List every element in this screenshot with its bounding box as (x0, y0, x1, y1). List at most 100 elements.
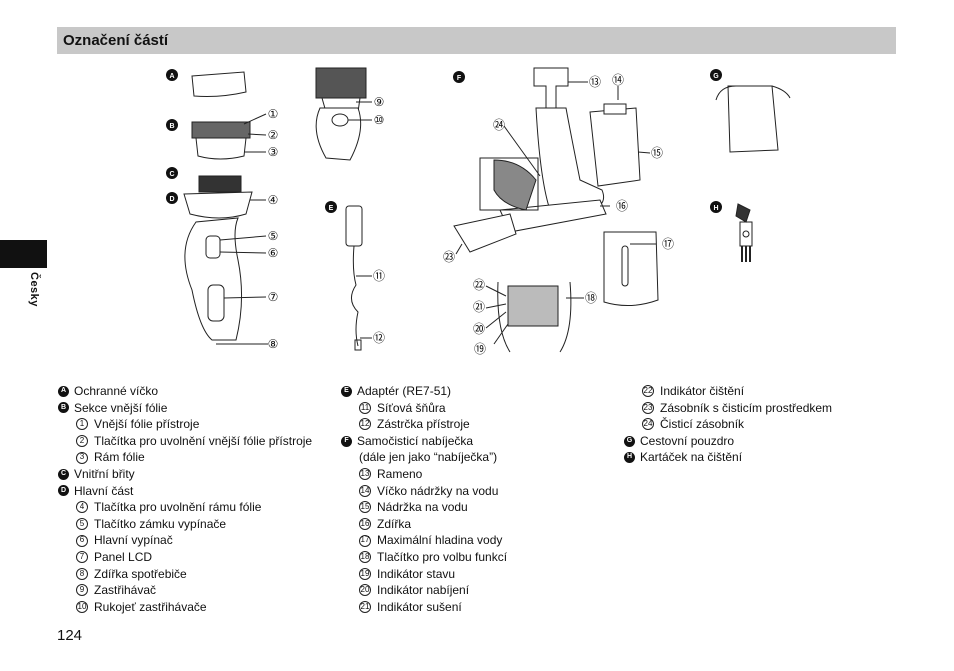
svg-text:⑦: ⑦ (268, 290, 279, 304)
svg-text:⑱: ⑱ (585, 291, 597, 305)
legend-text: Maximální hladina vody (377, 533, 503, 548)
legend-item: F Samočisticí nabíječka (341, 433, 507, 450)
svg-text:E: E (329, 205, 334, 212)
legend-text: Kartáček na čištění (640, 450, 743, 465)
main-body-drawing (183, 191, 268, 345)
legend-text: Zdířka spotřebiče (94, 566, 187, 581)
legend-text: Rameno (377, 466, 423, 481)
travel-pouch-drawing (715, 85, 791, 153)
legend-item: 7 Panel LCD (58, 549, 312, 566)
adapter-drawing (345, 205, 363, 351)
figure-letter-e: E (325, 201, 337, 213)
svg-text:⑯: ⑯ (616, 199, 628, 213)
legend-item: 5 Tlačítko zámku vypínače (58, 516, 312, 533)
language-tab (0, 240, 47, 268)
legend-text: Tlačítka pro uvolnění vnější fólie příst… (94, 433, 313, 448)
legend-item: 15 Nádržka na vodu (341, 499, 507, 516)
svg-text:D: D (169, 196, 174, 203)
number-badge: 10 (76, 601, 88, 614)
svg-text:⑰: ⑰ (662, 237, 674, 251)
svg-text:㉔: ㉔ (493, 118, 505, 132)
svg-text:⑪: ⑪ (373, 269, 385, 283)
number-badge: 9 (76, 584, 88, 597)
legend-text: Zastřihávač (94, 583, 157, 598)
legend-item: 3 Rám fólie (58, 449, 312, 466)
svg-text:③: ③ (268, 145, 279, 159)
number-badge: 6 (76, 534, 88, 547)
number-badge: 8 (76, 567, 88, 580)
legend-text: Rám fólie (94, 450, 145, 465)
letter-badge: F (341, 435, 352, 447)
figure-letter-d: D (166, 192, 178, 204)
svg-text:⑬: ⑬ (589, 75, 601, 89)
svg-text:⑭: ⑭ (612, 73, 624, 87)
letter-badge: H (624, 452, 635, 464)
legend-item: 17 Maximální hladina vody (341, 532, 507, 549)
legend-text: Zástrčka přístroje (377, 417, 470, 432)
figure-letter-g: G (710, 69, 722, 81)
legend-text: Cestovní pouzdro (640, 433, 735, 448)
svg-text:⑮: ⑮ (651, 146, 663, 160)
number-badge: 4 (76, 501, 88, 514)
svg-text:⑩: ⑩ (374, 113, 385, 127)
legend-text: Samočisticí nabíječka (357, 433, 474, 448)
legend-item: (dále jen jako “nabíječka”) (341, 449, 507, 466)
number-badge: 23 (642, 401, 654, 414)
legend-text: Tlačítko zámku vypínače (94, 516, 227, 531)
svg-text:⑨: ⑨ (374, 95, 385, 109)
number-badge: 7 (76, 551, 88, 564)
legend-text: Indikátor stavu (377, 566, 456, 581)
svg-text:①: ① (268, 107, 279, 121)
number-badge: 1 (76, 418, 88, 431)
legend-text: Ochranné víčko (74, 384, 159, 398)
svg-text:⑲: ⑲ (474, 342, 486, 356)
number-badge: 19 (359, 567, 371, 580)
figure-letter-b: B (166, 119, 178, 131)
svg-text:A: A (169, 73, 174, 80)
figure-letter-a: A (166, 69, 178, 81)
svg-text:④: ④ (268, 193, 279, 207)
letter-badge: B (58, 402, 69, 414)
svg-text:㉒: ㉒ (473, 278, 485, 292)
number-badge: 17 (359, 534, 371, 547)
protective-cap-drawing (191, 71, 247, 97)
legend-item: H Kartáček na čištění (624, 449, 832, 466)
letter-badge: E (341, 385, 352, 397)
legend-text: Hlavní část (74, 483, 134, 498)
letter-badge: G (624, 435, 635, 447)
number-badge: 3 (76, 451, 88, 464)
inner-blades-drawing (198, 175, 242, 193)
svg-text:H: H (713, 205, 718, 212)
number-badge: 15 (359, 501, 371, 514)
page-number: 124 (57, 627, 83, 644)
legend-text: Zásobník s čisticím prostředkem (660, 400, 833, 415)
number-badge: 12 (359, 418, 371, 431)
legend-text: Sekce vnější fólie (74, 400, 168, 415)
legend-text: Tlačítko pro volbu funkcí (377, 549, 508, 564)
figure-letter-f: F (453, 71, 465, 83)
number-badge: 5 (76, 518, 88, 531)
parts-illustration: A B C D E F G H ① ② ③ ④ ⑤ ⑥ ⑦ ⑧ ⑨ ⑩ ⑪ ⑫ … (166, 67, 791, 356)
page-title: Označení částí (63, 32, 169, 49)
legend-item: B Sekce vnější fólie (58, 400, 312, 417)
outer-foil-section-drawing (191, 121, 251, 160)
legend-text: Panel LCD (94, 549, 153, 564)
section-title-bar: Označení částí (57, 27, 896, 54)
number-badge: 18 (359, 551, 371, 564)
legend-text: Nádržka na vodu (377, 500, 468, 515)
svg-text:C: C (169, 171, 174, 178)
legend-item: 9 Zastřihávač (58, 582, 312, 599)
number-badge: 20 (359, 584, 371, 597)
cleaning-brush-drawing (735, 203, 753, 262)
